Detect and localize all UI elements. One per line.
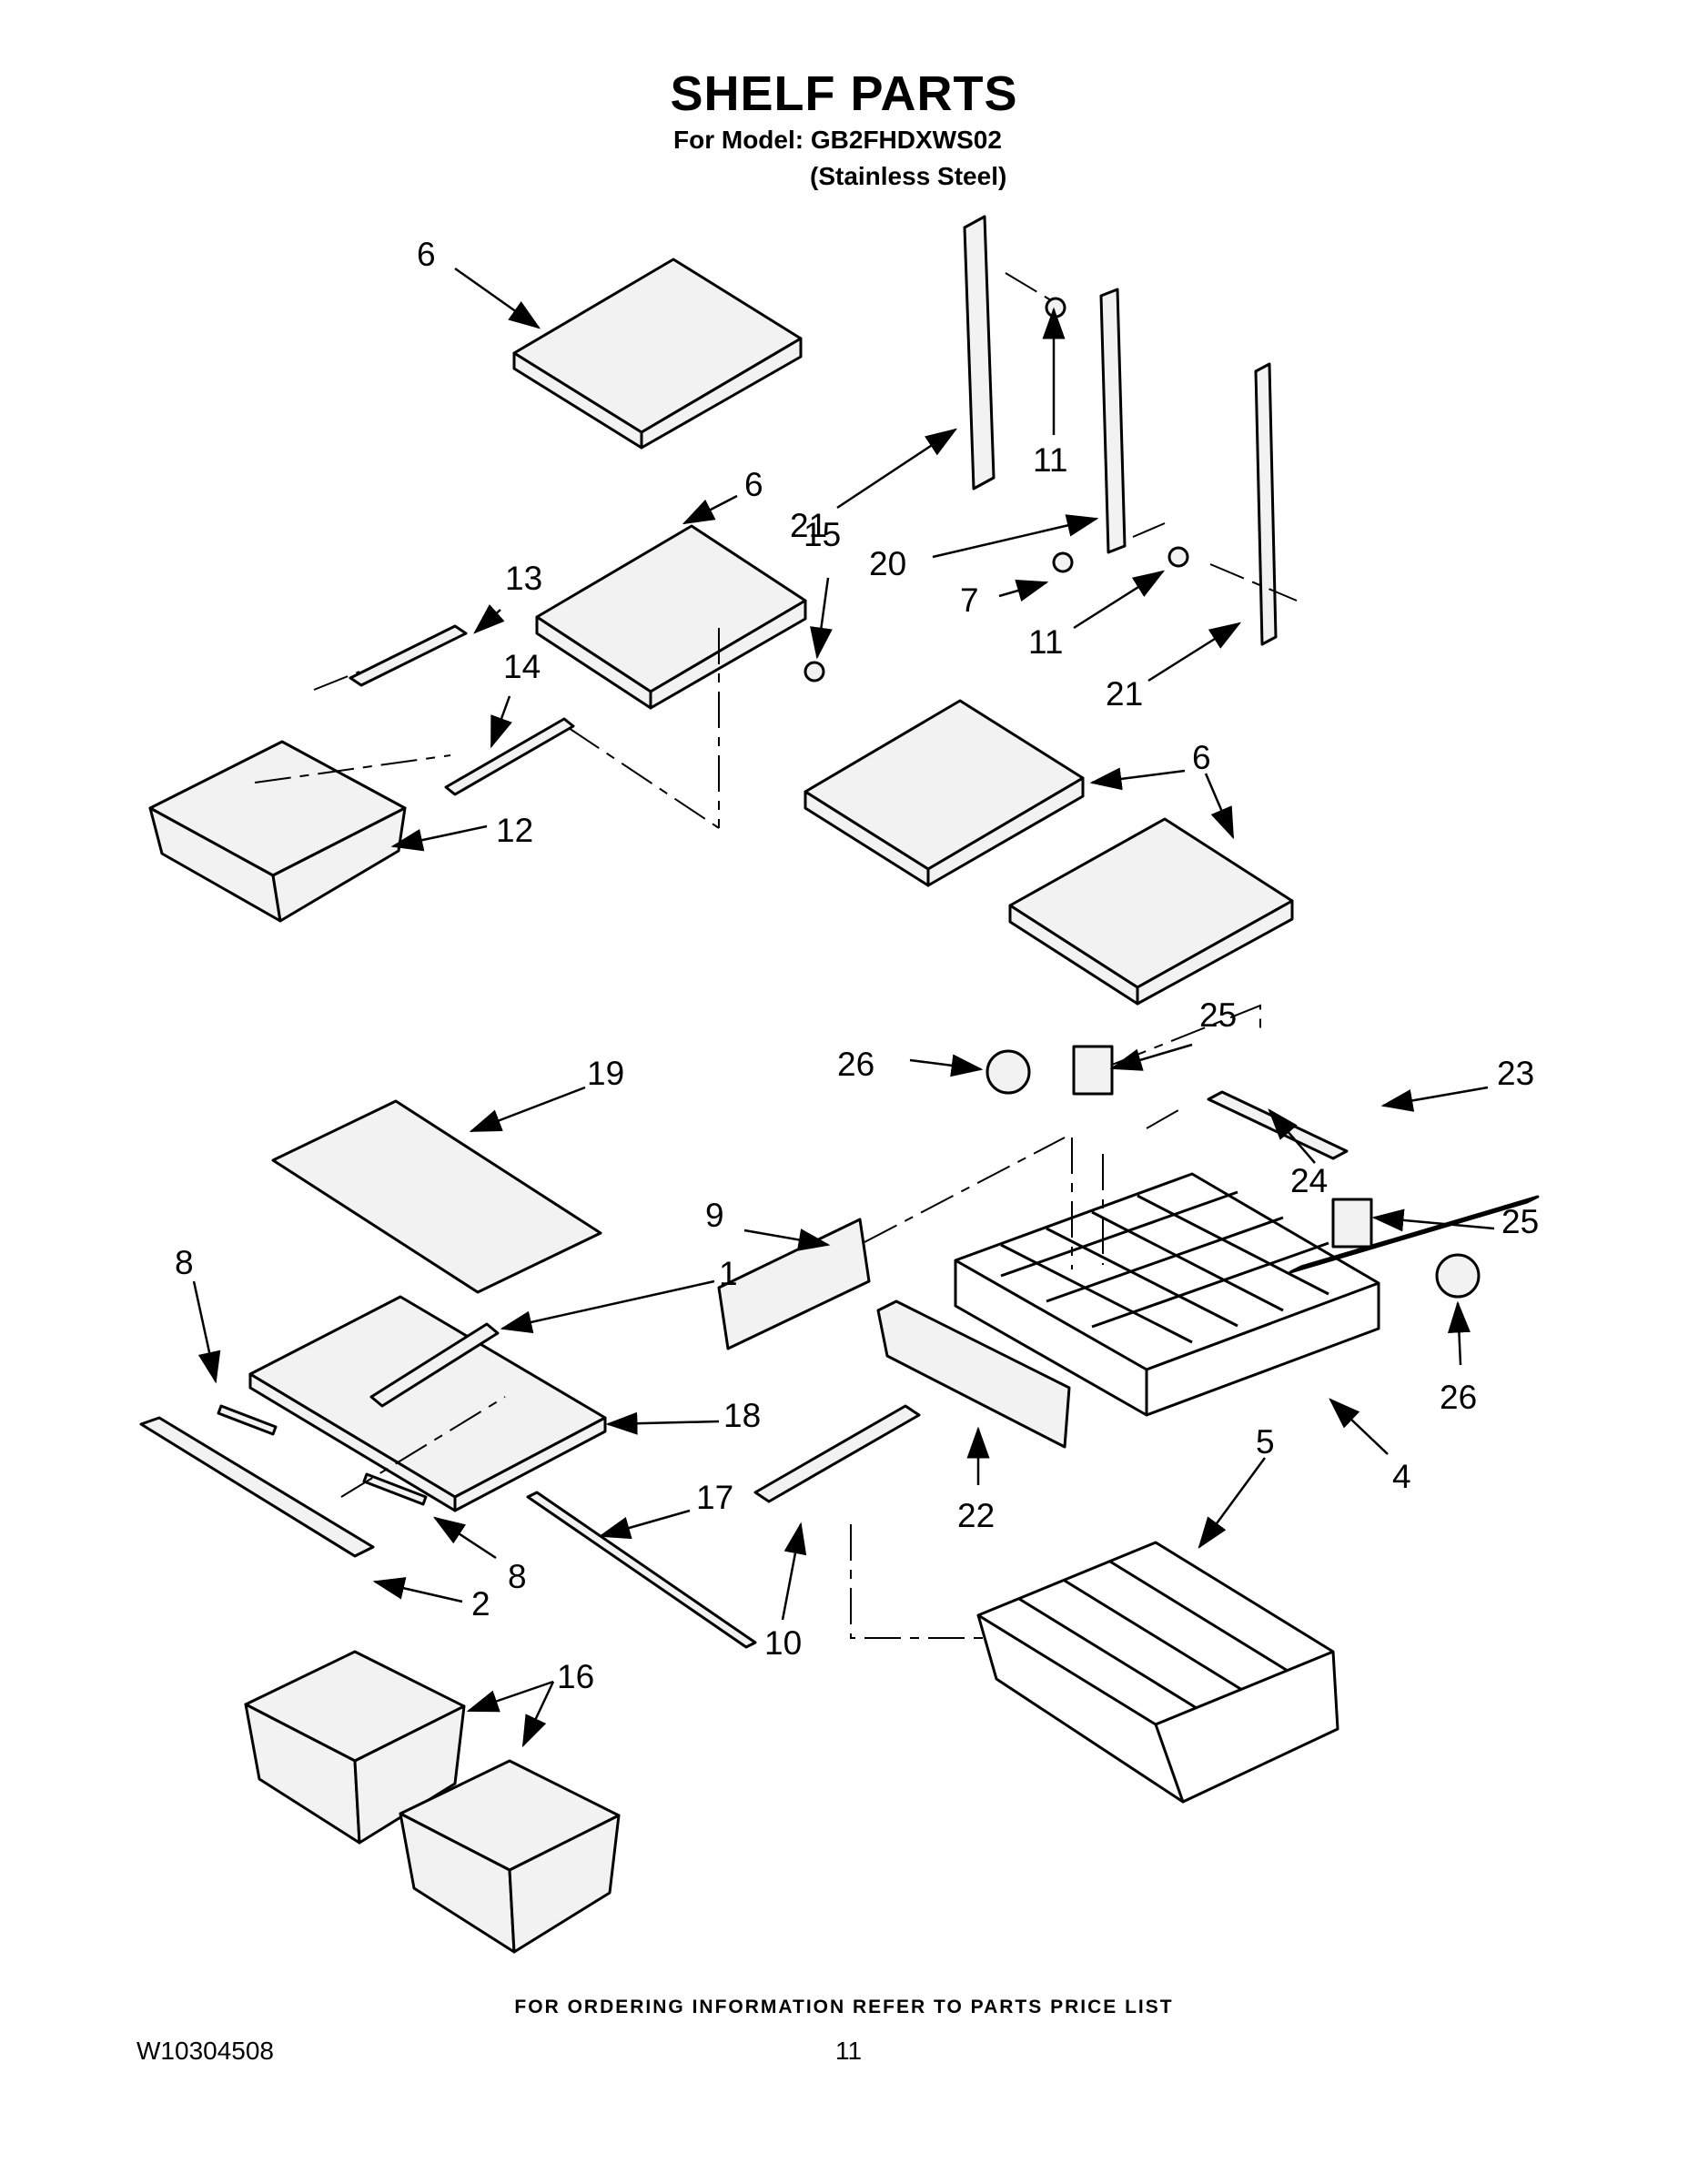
callout-6-top: 6 xyxy=(417,236,436,273)
callout-11-upper: 11 xyxy=(1033,441,1067,479)
callout-23: 23 xyxy=(1497,1055,1534,1092)
callout-4: 4 xyxy=(1392,1458,1411,1495)
model-number: For Model: GB2FHDXWS02 xyxy=(673,126,1002,154)
shelf-ladder-part-20 xyxy=(1099,288,1127,554)
callout-18: 18 xyxy=(723,1397,761,1434)
callout-13: 13 xyxy=(505,560,542,597)
rail-part-14 xyxy=(444,717,575,796)
leader-arrows xyxy=(192,267,1495,1748)
assembly-lines xyxy=(254,272,1298,1639)
glass-shelf-part-19 xyxy=(271,1099,602,1294)
model-finish: (Stainless Steel) xyxy=(810,162,1007,190)
deli-drawer-part-16-left xyxy=(244,1650,466,1845)
callout-11-lower: 11 xyxy=(1028,623,1063,661)
shelf-part-6-top xyxy=(512,258,803,450)
callout-16: 16 xyxy=(557,1658,594,1695)
callout-26-upper: 26 xyxy=(837,1046,874,1083)
bracket-part-8-upper xyxy=(217,1404,278,1436)
callout-7: 7 xyxy=(960,581,979,619)
screw-part-15 xyxy=(804,661,825,682)
slide-part-1 xyxy=(369,1322,500,1408)
shelf-part-6-fourth xyxy=(1008,817,1294,1006)
clip-part-25-upper xyxy=(1072,1045,1114,1096)
rod-part-17 xyxy=(526,1491,757,1649)
callout-6-third: 6 xyxy=(1192,739,1211,776)
callout-15: 15 xyxy=(804,516,841,553)
callout-2: 2 xyxy=(471,1585,490,1623)
callout-10: 10 xyxy=(764,1624,802,1662)
shelf-part-6-second xyxy=(535,524,807,710)
shelf-frame-part-18 xyxy=(248,1295,607,1512)
callout-24: 24 xyxy=(1290,1162,1328,1199)
callout-25-lower: 25 xyxy=(1501,1203,1539,1240)
rod-part-23 xyxy=(1289,1195,1540,1274)
callout-12: 12 xyxy=(496,812,533,849)
crisper-pan-part-12 xyxy=(148,740,407,923)
clip-part-25-lower xyxy=(1331,1198,1373,1249)
trim-part-2 xyxy=(139,1416,375,1558)
bracket-part-8-lower xyxy=(362,1472,428,1506)
callout-8-upper: 8 xyxy=(175,1244,194,1281)
document-number: W10304508 xyxy=(136,2037,275,2065)
deli-drawer-part-16-right xyxy=(399,1759,621,1954)
divider-part-22 xyxy=(876,1299,1071,1449)
rail-part-13 xyxy=(349,624,468,687)
screw-part-11-upper xyxy=(1045,297,1066,318)
page-title: SHELF PARTS xyxy=(670,66,1018,121)
callout-25-upper: 25 xyxy=(1199,996,1237,1034)
callout-8-lower: 8 xyxy=(508,1558,527,1595)
callout-19: 19 xyxy=(587,1055,624,1092)
callout-6-second: 6 xyxy=(744,466,763,503)
callout-9: 9 xyxy=(705,1197,724,1234)
screw-part-11-lower xyxy=(1167,546,1189,568)
page-number: 11 xyxy=(835,2037,863,2065)
wheel-part-26-upper xyxy=(986,1049,1031,1095)
screw-part-7 xyxy=(1052,551,1074,573)
callout-14: 14 xyxy=(503,648,541,685)
callout-labels: 6 6 6 6 21 11 20 15 7 11 21 13 14 12 25 … xyxy=(175,236,1539,1695)
bracket-part-24 xyxy=(1207,1090,1349,1160)
ordering-note: FOR ORDERING INFORMATION REFER TO PARTS … xyxy=(514,1997,1174,2017)
shelf-part-6-third xyxy=(804,699,1085,887)
shelf-ladder-part-21-left xyxy=(963,215,996,490)
callout-26-lower: 26 xyxy=(1440,1379,1477,1416)
callout-21-lower: 21 xyxy=(1106,675,1143,713)
callout-17: 17 xyxy=(696,1479,733,1516)
wire-basket-part-5 xyxy=(976,1541,1339,1804)
callout-20: 20 xyxy=(869,545,906,582)
callout-21-upper: 21 xyxy=(790,507,827,544)
wire-basket-part-4 xyxy=(954,1172,1380,1417)
wheel-part-26-lower xyxy=(1435,1253,1481,1299)
callout-1: 1 xyxy=(719,1255,738,1292)
divider-part-10 xyxy=(753,1404,921,1503)
shelf-ladder-part-21-right xyxy=(1254,362,1278,646)
callout-5: 5 xyxy=(1256,1423,1275,1461)
callout-22: 22 xyxy=(957,1497,995,1534)
